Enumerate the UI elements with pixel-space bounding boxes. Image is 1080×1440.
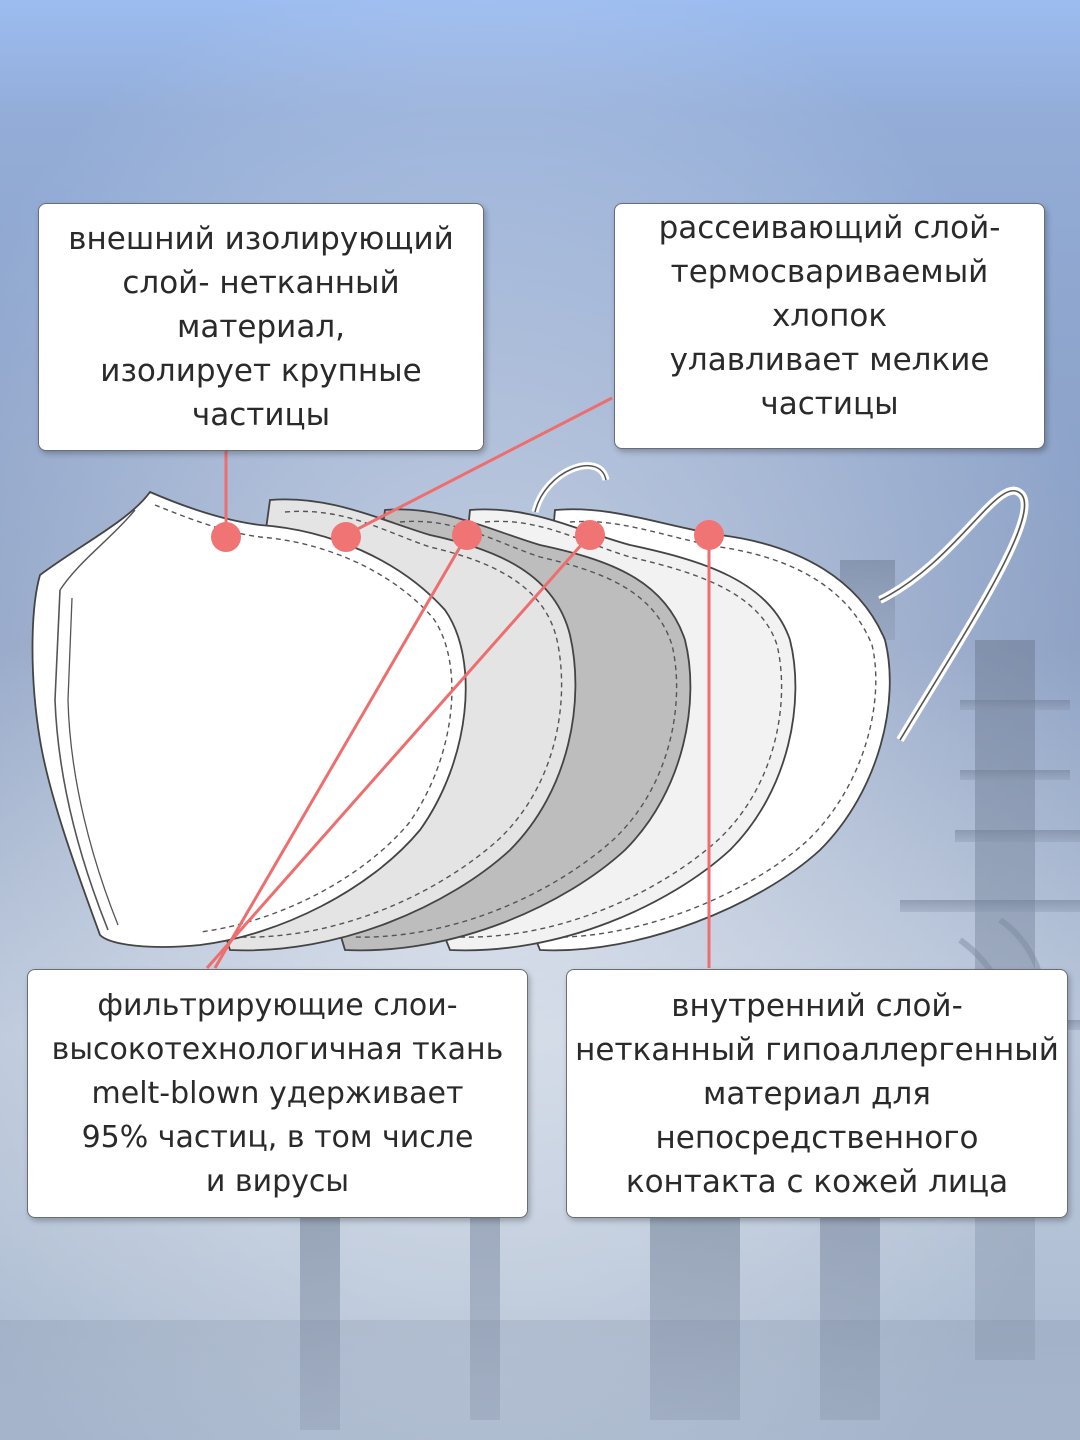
callout-text-line: внешний изолирующий: [68, 221, 454, 257]
callout-text-line: материал для: [703, 1075, 931, 1112]
callout-diffuse-layer: рассеивающий слой- термосвариваемый хлоп…: [614, 203, 1045, 449]
callout-text-line: термосвариваемый: [670, 254, 989, 290]
marker-dot-diffuse: [331, 522, 361, 552]
marker-dot-outer: [211, 522, 241, 552]
callout-text-line: фильтрирующие слои-: [97, 987, 458, 1023]
callout-text-line: 95% частиц, в том числе: [81, 1119, 474, 1155]
callout-text-line: контакта с кожей лица: [625, 1163, 1009, 1200]
callout-text-line: высокотехнологичная ткань: [51, 1031, 504, 1067]
marker-dot-inner: [694, 520, 724, 550]
callout-text-line: частицы: [760, 386, 899, 422]
callout-text-line: нетканный гипоаллергенный: [575, 1031, 1059, 1068]
marker-dot-filter-1: [452, 520, 482, 550]
marker-dot-filter-2: [575, 520, 605, 550]
callout-text-line: melt-blown удерживает: [91, 1075, 464, 1111]
callout-outer-layer: внешний изолирующий слой- нетканный мате…: [38, 203, 484, 451]
ear-loop-back-outline: [534, 464, 607, 513]
callout-text-line: слой- нетканный: [122, 265, 400, 301]
callout-text-line: рассеивающий слой-: [658, 210, 1001, 246]
callout-text-line: хлопок: [771, 298, 888, 334]
leader-lines: [205, 396, 711, 969]
callout-text-line: внутренний слой-: [671, 987, 963, 1024]
callout-text-line: и вирусы: [205, 1163, 350, 1199]
callout-text-line: улавливает мелкие: [669, 342, 990, 378]
ear-loop-front: [878, 486, 1029, 743]
callout-text-line: частицы: [191, 397, 331, 433]
callout-text-line: непосредственного: [655, 1119, 979, 1156]
callout-inner-layer: внутренний слой- нетканный гипоаллергенн…: [566, 969, 1068, 1218]
callout-filter-layers: фильтрирующие слои- высокотехнологичная …: [27, 969, 528, 1218]
callout-text-line: изолирует крупные: [100, 353, 422, 389]
callout-text-line: материал,: [176, 309, 345, 345]
